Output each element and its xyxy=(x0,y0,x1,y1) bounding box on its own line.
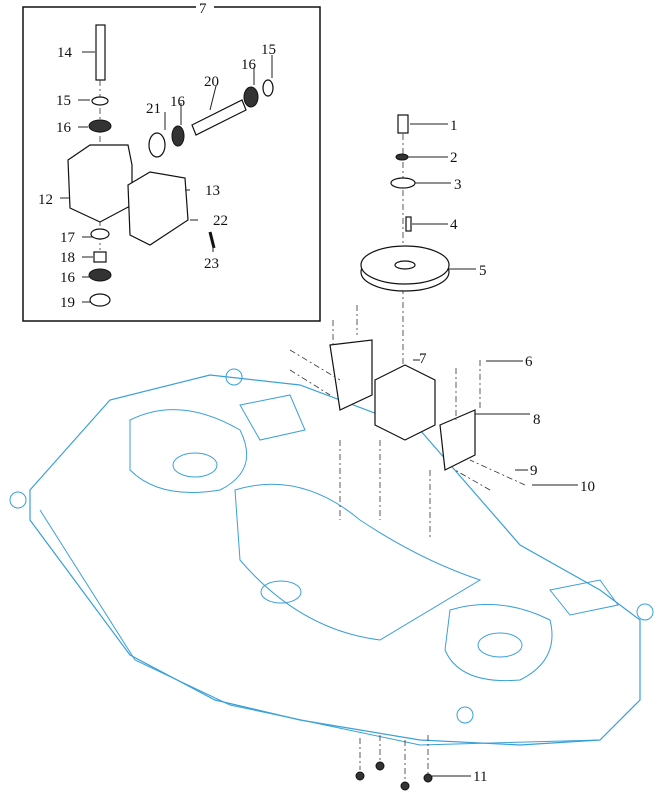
gearbox-housing-left xyxy=(67,144,133,223)
callout-9: 9 xyxy=(530,463,538,479)
callout-2: 2 xyxy=(450,150,458,166)
callout-13: 13 xyxy=(205,183,220,199)
seal-part xyxy=(262,79,274,97)
callout-11: 11 xyxy=(473,769,487,785)
gearbox-housing-right xyxy=(127,171,189,246)
callout-16: 16 xyxy=(170,94,186,110)
gearbox-inset: 7 14 15 16 21 16 20 16 15 12 13 22 17 23 xyxy=(22,0,321,322)
bearing-part xyxy=(171,125,185,147)
bracket-left-part xyxy=(329,339,373,411)
spacer-part xyxy=(93,251,107,263)
bracket-right-part xyxy=(439,409,476,471)
seal-part xyxy=(91,96,109,106)
seal-part xyxy=(90,228,110,240)
nut-part xyxy=(400,781,410,791)
callout-6: 6 xyxy=(525,354,533,370)
input-shaft-part xyxy=(191,99,247,136)
callout-12: 12 xyxy=(38,192,53,208)
callout-7: 7 xyxy=(419,351,427,367)
callout-22: 22 xyxy=(213,213,228,229)
callout-4: 4 xyxy=(450,217,458,233)
shaft-part xyxy=(95,24,106,81)
callout-16: 16 xyxy=(60,270,76,286)
bearing-part xyxy=(88,268,112,282)
callout-10: 10 xyxy=(580,479,595,495)
callout-16: 16 xyxy=(56,120,72,136)
callout-18: 18 xyxy=(60,250,75,266)
bearing-part xyxy=(88,119,112,133)
callout-19: 19 xyxy=(60,295,75,311)
callout-5: 5 xyxy=(479,263,487,279)
callout-23: 23 xyxy=(204,256,219,272)
washer-part xyxy=(390,177,416,189)
mower-deck xyxy=(9,368,654,746)
bolt-part xyxy=(397,114,409,134)
lock-washer-part xyxy=(395,153,409,161)
callout-3: 3 xyxy=(454,177,462,193)
callout-8: 8 xyxy=(533,412,541,428)
callout-20: 20 xyxy=(204,74,219,90)
bearing-part xyxy=(243,86,259,108)
nut-part xyxy=(375,761,385,771)
inset-frame xyxy=(22,6,321,322)
callout-21: 21 xyxy=(146,101,161,117)
inset-assembly-label: 7 xyxy=(199,1,207,17)
callout-14: 14 xyxy=(57,45,73,61)
callout-1: 1 xyxy=(450,118,458,134)
key-part xyxy=(405,216,412,232)
gear-part xyxy=(148,132,166,158)
spindle-parts: 1 2 3 4 5 6 7 8 9 10 11 xyxy=(289,114,595,791)
cap-part xyxy=(89,293,111,307)
callout-17: 17 xyxy=(60,230,76,246)
nut-part xyxy=(355,771,365,781)
gearbox-part xyxy=(374,364,436,441)
nut-part xyxy=(423,773,433,783)
callout-15: 15 xyxy=(56,93,71,109)
callout-15: 15 xyxy=(261,42,276,58)
callout-16: 16 xyxy=(241,57,257,73)
